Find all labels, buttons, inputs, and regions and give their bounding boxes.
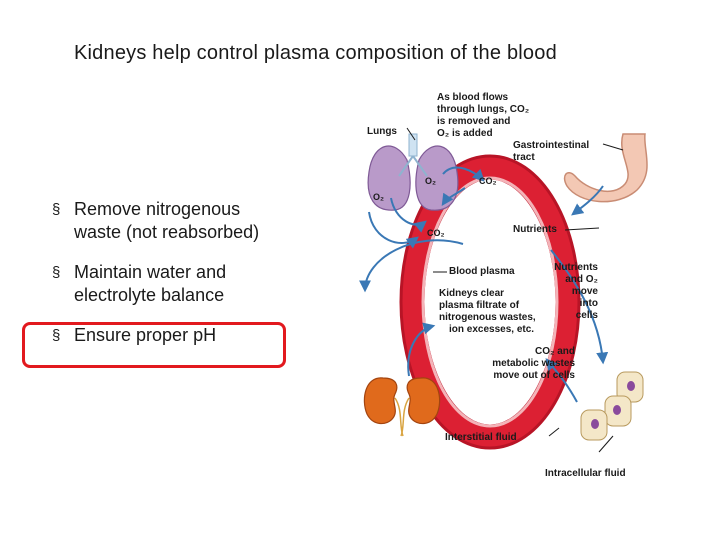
co2-label: CO₂ [427,228,445,238]
o2-label: O₂ [425,176,436,186]
blood-plasma-ring [399,154,581,450]
bullet-list: § Remove nitrogenous waste (not reabsorb… [50,198,350,364]
bullet-marker: § [52,201,61,218]
o2-label: O₂ [373,192,384,202]
kidney-icon [363,377,404,437]
kidneys-note-line: Kidneys clear [439,288,504,299]
lungs-note-line: As blood flows [437,92,509,103]
stomach-icon [563,133,648,203]
bullet-item: § Remove nitrogenous waste (not reabsorb… [50,198,350,244]
kidney-icon [400,377,441,437]
intracellular-fluid-label: Intracellular fluid [545,468,626,479]
nutrients-label: Nutrients [513,224,557,235]
lungs-icon [367,133,459,211]
kidneys-note-line: nitrogenous wastes, [439,312,536,323]
slide-title: Kidneys help control plasma composition … [74,42,557,64]
lungs-note-line: O₂ is added [437,128,493,139]
bullet-text-line: waste (not reabsorbed) [74,222,260,242]
co2-wastes-line: metabolic wastes [492,358,575,369]
co2-wastes-line: CO₂ and [535,346,575,357]
nutrients-move-label: into [580,298,598,309]
bullet-item: § Ensure proper pH [50,324,350,347]
kidneys-note-line: plasma filtrate of [439,300,520,311]
bullet-marker: § [52,327,61,344]
blood-circulation-figure: Lungs As blood flows through lungs, CO₂ … [359,92,648,479]
flow-arrows [359,166,609,403]
gi-tract-label: tract [513,152,535,163]
nutrients-move-label: and O₂ [565,274,598,285]
bullet-text-line: electrolyte balance [74,285,225,305]
leader-lines [406,127,624,453]
nutrients-move-label: Nutrients [554,262,598,273]
lungs-note-line: through lungs, CO₂ [437,104,529,115]
nutrients-move-label: move [572,286,599,297]
lungs-note-line: is removed and [437,116,510,127]
bullet-text-line: Remove nitrogenous [74,199,241,219]
highlight-box [22,322,286,368]
lungs-label: Lungs [367,126,397,137]
nutrients-move-label: cells [576,310,599,321]
kidneys-note-line: ion excesses, etc. [449,324,534,335]
blood-plasma-label: Blood plasma [449,266,515,277]
co2-label: CO₂ [479,176,497,186]
body-cells-icon [580,371,644,441]
co2-wastes-line: move out of cells [493,370,575,381]
gi-tract-label: Gastrointestinal [513,140,589,151]
interstitial-fluid-label: Interstitial fluid [445,432,517,443]
bullet-item: § Maintain water and electrolyte balance [50,261,350,307]
bullet-text-line: Maintain water and [74,262,227,282]
bullet-marker: § [52,264,61,281]
bullet-text-line: Ensure proper pH [74,325,217,345]
